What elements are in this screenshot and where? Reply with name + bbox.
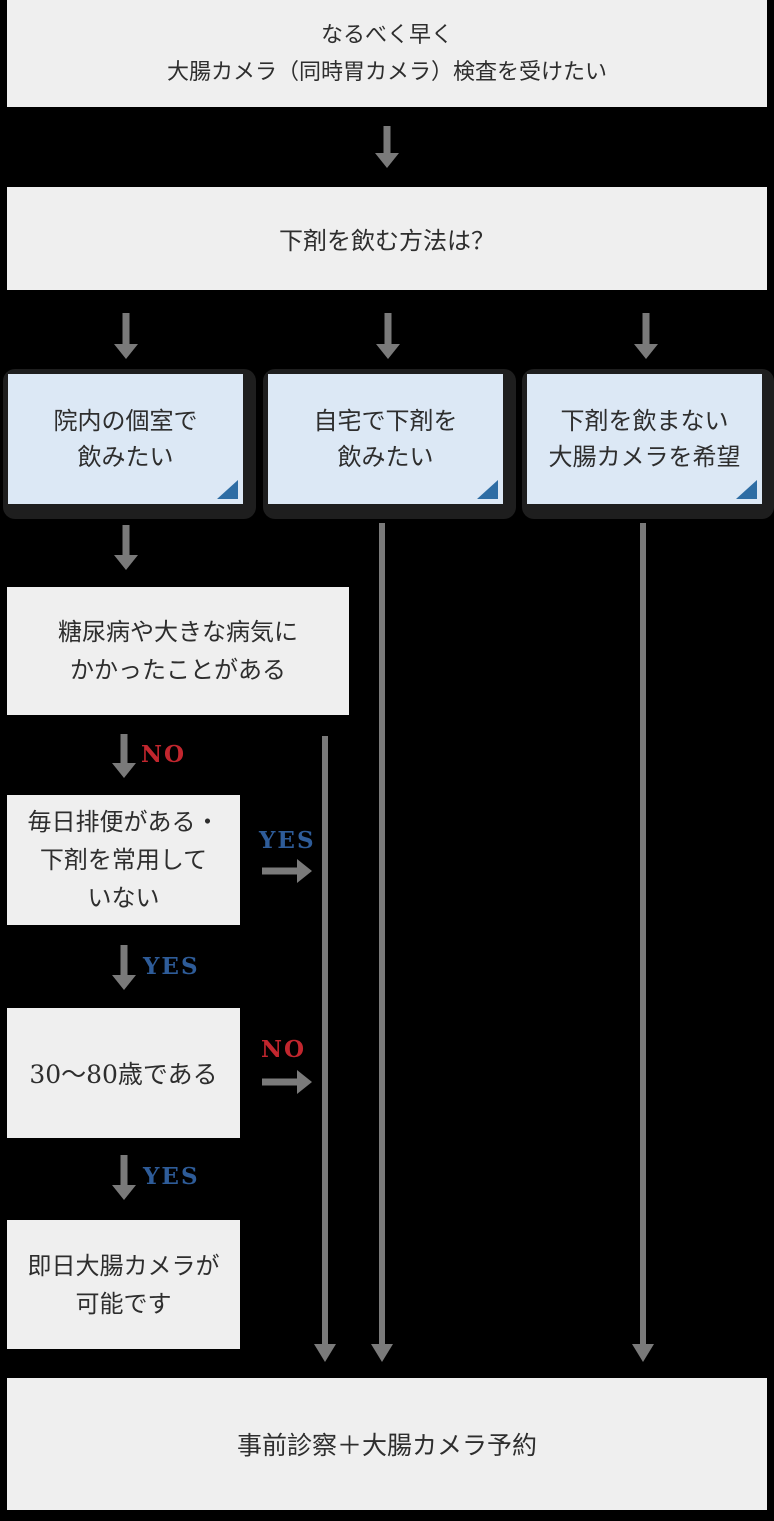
same-day-line: 即日大腸カメラが xyxy=(27,1251,220,1280)
option-in-clinic-button[interactable]: 院内の個室で 飲みたい xyxy=(8,374,243,504)
start-box-line: なるべく早く xyxy=(320,22,453,48)
edge-label-yes-bowel-side: YES xyxy=(259,827,316,854)
daily-bowel-box: 毎日排便がある・ 下剤を常用して いない xyxy=(7,795,240,925)
question-box-label: 下剤を飲む方法は？ xyxy=(279,227,495,255)
edge-label-yes-bowel-down: YES xyxy=(143,953,200,980)
option-at-home-label: 飲みたい xyxy=(337,443,434,471)
start-box-line: 大腸カメラ（同時胃カメラ）検査を受けたい xyxy=(166,59,607,85)
question-box: 下剤を飲む方法は？ xyxy=(7,187,767,290)
option-no-laxative-label: 大腸カメラを希望 xyxy=(548,443,741,471)
option-no-laxative-label: 下剤を飲まない xyxy=(560,407,729,435)
age-range-label: 30〜80歳である xyxy=(29,1060,218,1089)
start-box: なるべく早く 大腸カメラ（同時胃カメラ）検査を受けたい xyxy=(7,0,767,107)
arrow-in-clinic-to-disease xyxy=(114,525,138,570)
edge-label-yes-age-down: YES xyxy=(143,1163,200,1190)
option-at-home-shell: 自宅で下剤を 飲みたい xyxy=(263,369,516,519)
daily-bowel-line: 下剤を常用して xyxy=(39,846,208,874)
option-at-home-label: 自宅で下剤を xyxy=(313,407,458,435)
corner-triangle-icon xyxy=(736,480,757,499)
edge-label-no-disease: NO xyxy=(141,741,187,768)
option-in-clinic-label: 飲みたい xyxy=(77,443,174,471)
daily-bowel-line: 毎日排便がある・ xyxy=(27,808,220,836)
disease-history-line: 糖尿病や大きな病気に xyxy=(58,618,298,646)
arrow-to-option-at-home xyxy=(376,313,400,359)
flow-line-side-exit-to-final xyxy=(314,736,336,1362)
option-no-laxative-shell: 下剤を飲まない 大腸カメラを希望 xyxy=(522,369,774,519)
daily-bowel-line: いない xyxy=(87,884,160,912)
corner-triangle-icon xyxy=(477,480,498,499)
arrow-no-disease xyxy=(112,734,136,778)
flow-line-no-laxative-to-final xyxy=(632,523,654,1362)
same-day-box: 即日大腸カメラが 可能です xyxy=(7,1220,240,1349)
arrow-to-option-in-clinic xyxy=(114,313,138,359)
arrow-no-age-side xyxy=(262,1070,312,1094)
option-at-home-button[interactable]: 自宅で下剤を 飲みたい xyxy=(268,374,503,504)
disease-history-box: 糖尿病や大きな病気に かかったことがある xyxy=(7,587,349,715)
arrow-yes-bowel-down xyxy=(112,945,136,990)
flow-line-at-home-to-final xyxy=(371,523,393,1362)
arrow-start-to-question xyxy=(375,126,399,168)
arrow-to-option-no-laxative xyxy=(634,313,658,359)
final-box-label: 事前診察＋大腸カメラ予約 xyxy=(236,1431,537,1460)
edge-label-no-age-side: NO xyxy=(261,1036,307,1063)
option-in-clinic-label: 院内の個室で xyxy=(53,407,198,435)
age-range-box: 30〜80歳である xyxy=(7,1008,240,1138)
same-day-line: 可能です xyxy=(75,1289,172,1318)
arrow-yes-age-down xyxy=(112,1155,136,1200)
arrow-yes-bowel-side xyxy=(262,859,312,883)
corner-triangle-icon xyxy=(217,480,238,499)
option-in-clinic-shell: 院内の個室で 飲みたい xyxy=(3,369,256,519)
disease-history-line: かかったことがある xyxy=(70,656,286,684)
option-no-laxative-button[interactable]: 下剤を飲まない 大腸カメラを希望 xyxy=(527,374,762,504)
final-box: 事前診察＋大腸カメラ予約 xyxy=(7,1378,767,1510)
